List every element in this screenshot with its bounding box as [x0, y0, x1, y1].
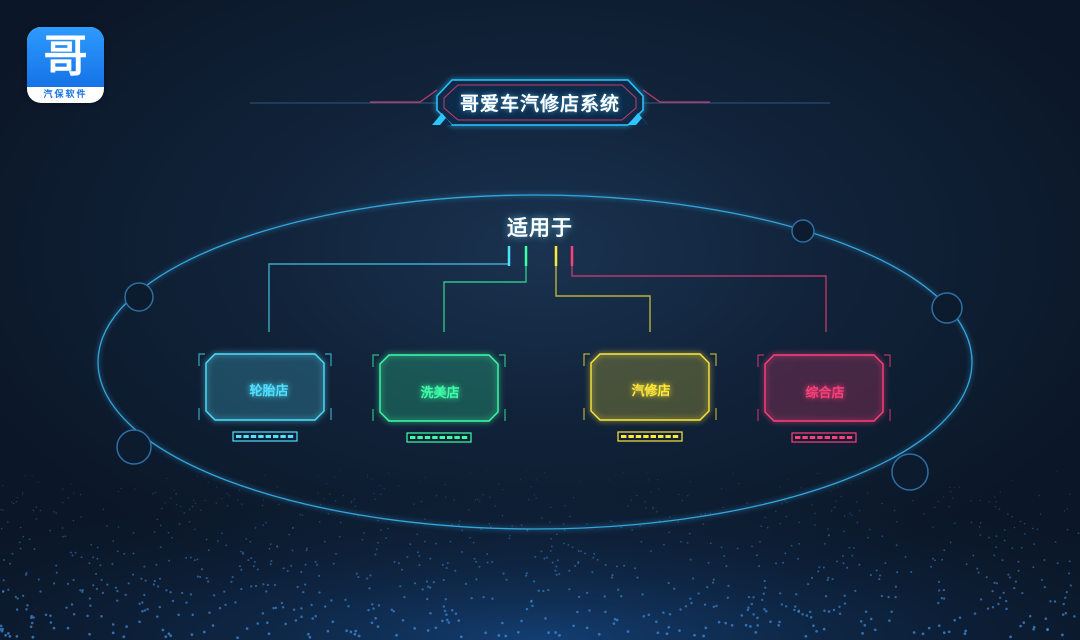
logo-subtitle: 汽保软件 — [43, 90, 88, 100]
store-label-repair[interactable]: 汽修店 — [631, 384, 671, 399]
store-label-wash[interactable]: 洗美店 — [420, 386, 460, 401]
store-card-tire[interactable] — [198, 353, 332, 442]
connector-lines — [268, 246, 827, 332]
store-card-repair[interactable] — [583, 353, 717, 442]
store-card-wash[interactable] — [372, 354, 506, 443]
orbit-ellipse — [95, 192, 975, 532]
diagram-subtitle: 适用于 — [507, 216, 573, 240]
title-plate: 哥爱车汽修店系统 — [437, 79, 643, 125]
header-decoration — [250, 79, 830, 126]
store-card-general[interactable] — [757, 354, 891, 443]
store-label-general[interactable]: 综合店 — [805, 386, 845, 401]
page-title: 哥爱车汽修店系统 — [459, 92, 620, 115]
floor-glow — [0, 400, 1080, 640]
logo-glyph: 哥 — [43, 31, 88, 82]
app-logo: 哥 汽保软件 — [27, 27, 104, 103]
store-label-tire[interactable]: 轮胎店 — [249, 384, 289, 399]
store-cards — [198, 353, 891, 443]
